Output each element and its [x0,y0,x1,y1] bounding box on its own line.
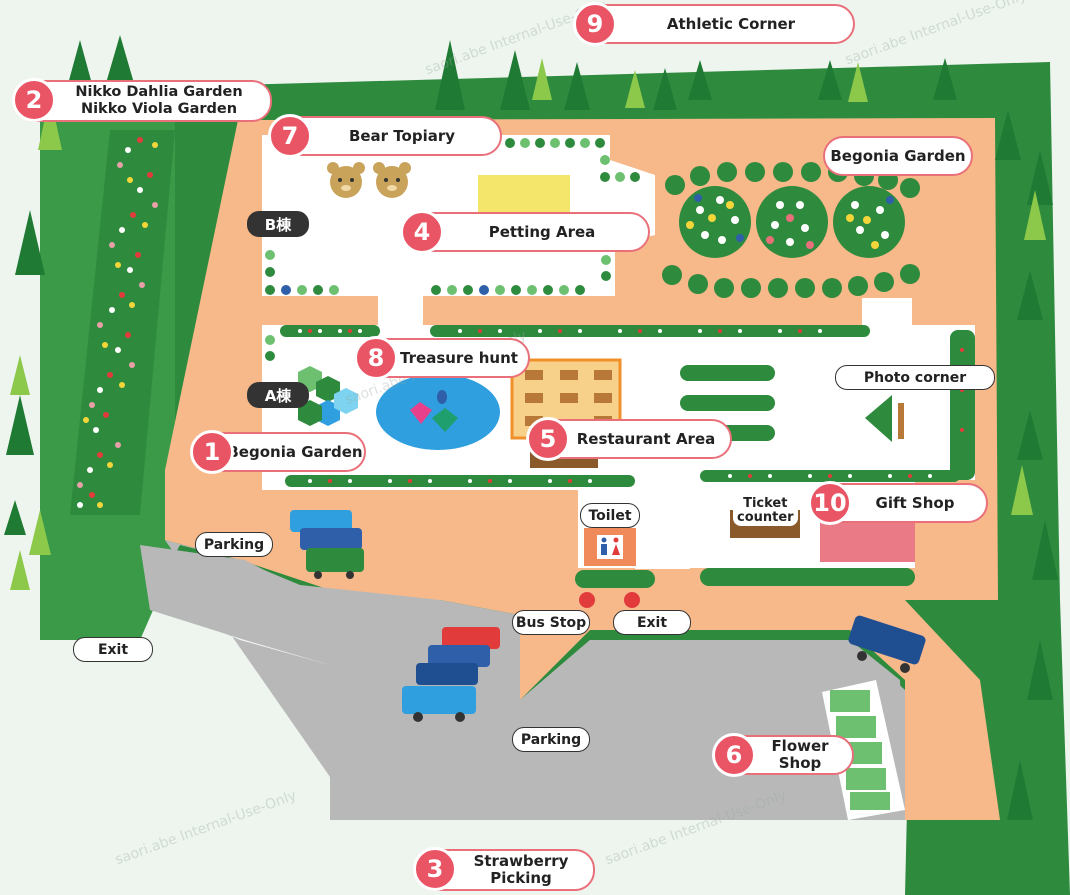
callout-gift-shop-10[interactable]: 10 Gift Shop [808,481,988,525]
callout-label: Begonia Garden [227,442,363,461]
label-bus-stop[interactable]: Bus Stop [512,610,590,635]
building-a-label[interactable]: A棟 [247,382,309,408]
callout-number: 1 [190,430,234,474]
callout-number: 9 [573,2,617,46]
callout-number: 2 [12,78,56,122]
label-parking-left[interactable]: Parking [195,532,273,557]
gift-shop-building [820,520,915,562]
light-tree-icon [10,58,1046,590]
flower-shop-beds [822,680,905,820]
petting-area-pen [478,175,570,215]
callout-number: 6 [712,733,756,777]
hedge-flowers [298,329,932,483]
connector-path-2 [862,298,912,326]
callout-bear-topiary-7[interactable]: 7 Bear Topiary [268,114,502,158]
callout-number: 3 [413,847,457,891]
hexagon-tiles [298,366,358,426]
callout-label: Athletic Corner [666,14,796,33]
callout-begonia-garden-1[interactable]: 1 Begonia Garden [190,430,366,474]
building-b-label[interactable]: B棟 [247,211,309,237]
hedge-flowers-red [308,329,964,483]
callout-flower-shop-6[interactable]: 6 Flower Shop [712,733,854,777]
callout-label: Restaurant Area [576,429,716,448]
callout-athletic-corner-9[interactable]: 9 Athletic Corner [573,2,855,46]
connector-path-1 [378,295,423,327]
callout-label: Treasure hunt [400,348,518,367]
callout-restaurant-area-5[interactable]: 5 Restaurant Area [526,417,732,461]
photo-corner-frame [865,395,892,442]
callout-label: Gift Shop [875,493,955,512]
callout-petting-area-4[interactable]: 4 Petting Area [400,210,650,254]
callout-number: 8 [354,336,398,380]
callout-number: 5 [526,417,570,461]
car-icon [290,510,926,722]
label-begonia-garden[interactable]: Begonia Garden [823,136,973,176]
callout-number: 7 [268,114,312,158]
hedges [280,325,975,588]
label-parking-bottom[interactable]: Parking [512,727,590,752]
label-toilet[interactable]: Toilet [580,503,640,528]
label-exit-center[interactable]: Exit [613,610,691,635]
label-text: Begonia Garden [830,146,966,165]
parking-lot-left [140,545,360,820]
treasure-pond [376,374,500,450]
bus-stop-sign-icon [579,592,640,608]
callout-number: 10 [808,481,852,525]
callout-label: Bear Topiary [348,126,456,145]
gem-icon [410,390,458,432]
callout-treasure-hunt-8[interactable]: 8 Treasure hunt [354,336,530,380]
dahlia-strip [70,130,175,515]
restroom-icon [597,535,623,559]
callout-number: 4 [400,210,444,254]
label-exit-left[interactable]: Exit [73,637,153,662]
tree-icon [4,35,1058,820]
label-photo-corner[interactable]: Photo corner [835,365,995,390]
callout-label: Flower Shop [771,737,829,772]
bear-topiary-icon [327,162,411,198]
topiary-dots [265,138,640,361]
connector-path-3 [635,465,690,569]
callout-label: Petting Area [488,222,596,241]
